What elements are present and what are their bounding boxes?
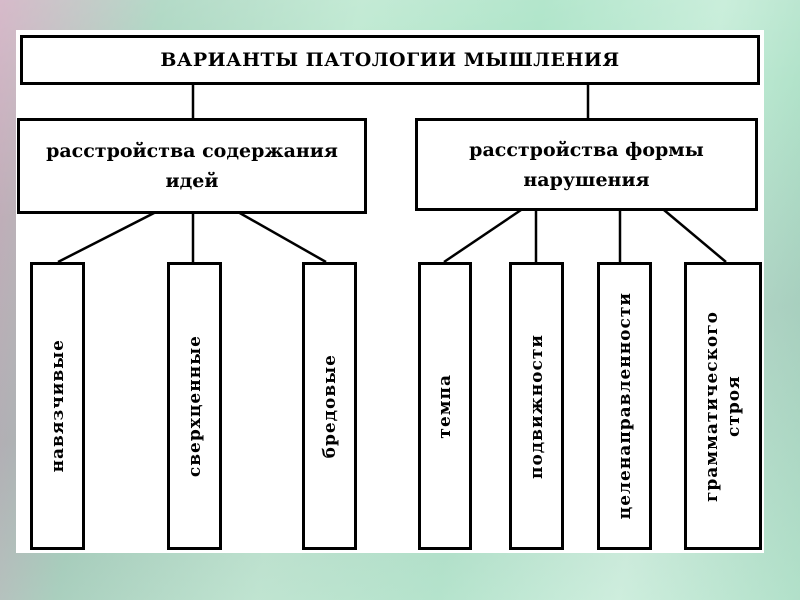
leaf-label-line: грамматического <box>702 310 722 502</box>
connector-leaf-1 <box>57 210 157 264</box>
leaf-purposefulness: целенаправленности <box>597 262 652 550</box>
leaf-label: бредовые <box>319 353 340 459</box>
leaf-label: темпа <box>435 373 455 439</box>
node-label: расстройства содержания <box>46 140 338 162</box>
leaf-tempo: темпа <box>418 262 472 550</box>
root-node: ВАРИАНТЫ ПАТОЛОГИИ МЫШЛЕНИЯ <box>20 35 760 85</box>
leaf-label: сверхценные <box>184 334 205 478</box>
leaf-obsessive: навязчивые <box>30 262 85 550</box>
node-label: нарушения <box>523 168 650 191</box>
connector-leaf-3 <box>237 210 327 264</box>
connector-leaf-4 <box>443 208 522 264</box>
leaf-label: подвижности <box>526 333 547 479</box>
node-content-disorders: расстройства содержания идей <box>17 118 367 214</box>
node-form-disorders: расстройства формы нарушения <box>415 118 758 211</box>
connector-leaf-7 <box>663 209 727 263</box>
connectors <box>57 85 727 264</box>
diagram-panel: ВАРИАНТЫ ПАТОЛОГИИ МЫШЛЕНИЯ расстройства… <box>16 30 764 553</box>
leaf-label: навязчивые <box>47 339 68 473</box>
leaf-delusional: бредовые <box>302 262 357 550</box>
leaf-label-line: строя <box>724 375 744 437</box>
leaf-mobility: подвижности <box>509 262 564 550</box>
node-label: расстройства формы <box>469 138 704 161</box>
leaf-overvalued: сверхценные <box>167 262 222 550</box>
node-label: идей <box>165 170 219 192</box>
leaf-label: целенаправленности <box>614 292 635 520</box>
